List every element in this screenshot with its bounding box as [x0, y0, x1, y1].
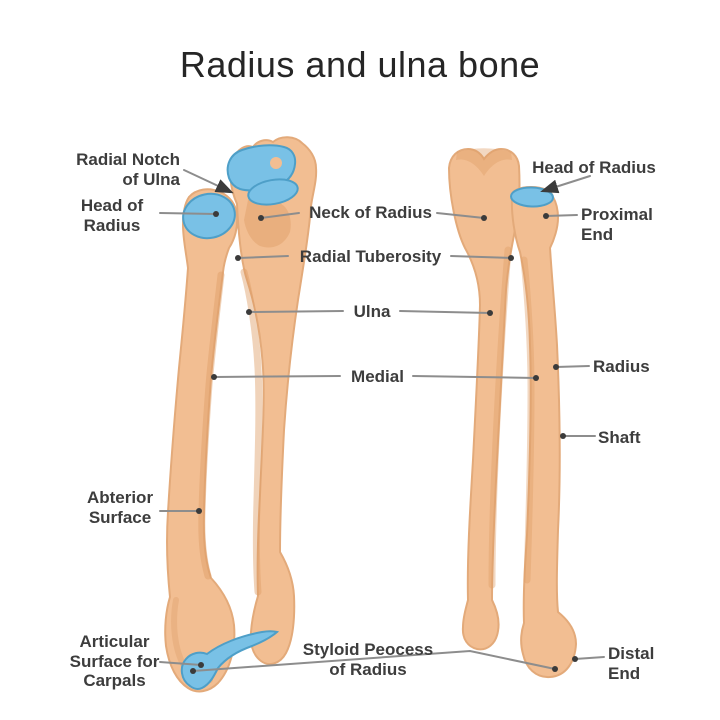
neck-left-line [260, 212, 300, 219]
head-of-radius-right-arrow-line [540, 175, 591, 194]
label-ulna: Ulna [353, 302, 391, 321]
notch-highlight [270, 157, 282, 169]
neck-right-line [436, 212, 485, 219]
label-abterior-surface: Abterior Surface [86, 488, 154, 527]
ulna-right-line [399, 310, 491, 314]
radius-right-shaft-shading [520, 256, 535, 584]
radius-shaft-shading [198, 271, 225, 580]
proximal-line [545, 214, 578, 217]
medial-left-line [213, 375, 341, 378]
radius-bone-left-figure [164, 188, 239, 693]
styloid-lines [192, 649, 556, 672]
articular-line [159, 661, 202, 666]
label-head-of-radius-right: Head of Radius [532, 158, 656, 177]
ulna-bone-left-figure [229, 136, 318, 666]
label-styloid-process-of-radius: Styloid Peocess of Radius [302, 640, 434, 679]
leader-dots [190, 211, 578, 674]
label-neck-of-radius: Neck of Radius [309, 203, 432, 222]
label-articular-surface-for-carpals: Articular Surface for Carpals [69, 632, 160, 691]
radial-notch-cartilage [247, 178, 299, 206]
ulna-top-chevron-shading [456, 148, 512, 176]
label-radial-notch-of-ulna: Radial Notch of Ulna [76, 150, 180, 189]
label-medial: Medial [351, 367, 404, 386]
ulna-bone-right-figure [447, 147, 521, 651]
ulna-shaft-shading [240, 268, 263, 596]
tuberosity-left-line [237, 255, 289, 259]
carpal-articular-cartilage [180, 630, 280, 691]
radial-notch-arrow-line [183, 169, 234, 194]
leader-lines [159, 169, 605, 672]
label-head-of-radius-left: Head of Radius [80, 196, 144, 235]
ulna-left-line [248, 310, 344, 313]
label-proximal-end: Proximal End [581, 205, 653, 244]
medial-right-line [412, 375, 537, 379]
radius-line [555, 365, 590, 368]
head-of-radius-left-line [159, 212, 217, 215]
radius-head-cartilage [182, 192, 236, 240]
ulna-head-shading [244, 198, 291, 248]
label-shaft: Shaft [598, 428, 641, 447]
tuberosity-right-line [450, 255, 512, 259]
page-title: Radius and ulna bone [179, 44, 541, 85]
label-distal-end: Distal End [608, 644, 655, 683]
label-radius: Radius [593, 357, 650, 376]
ulna-right-shaft-shading [488, 246, 512, 589]
distal-line [574, 656, 605, 660]
label-radial-tuberosity: Radial Tuberosity [299, 247, 442, 266]
